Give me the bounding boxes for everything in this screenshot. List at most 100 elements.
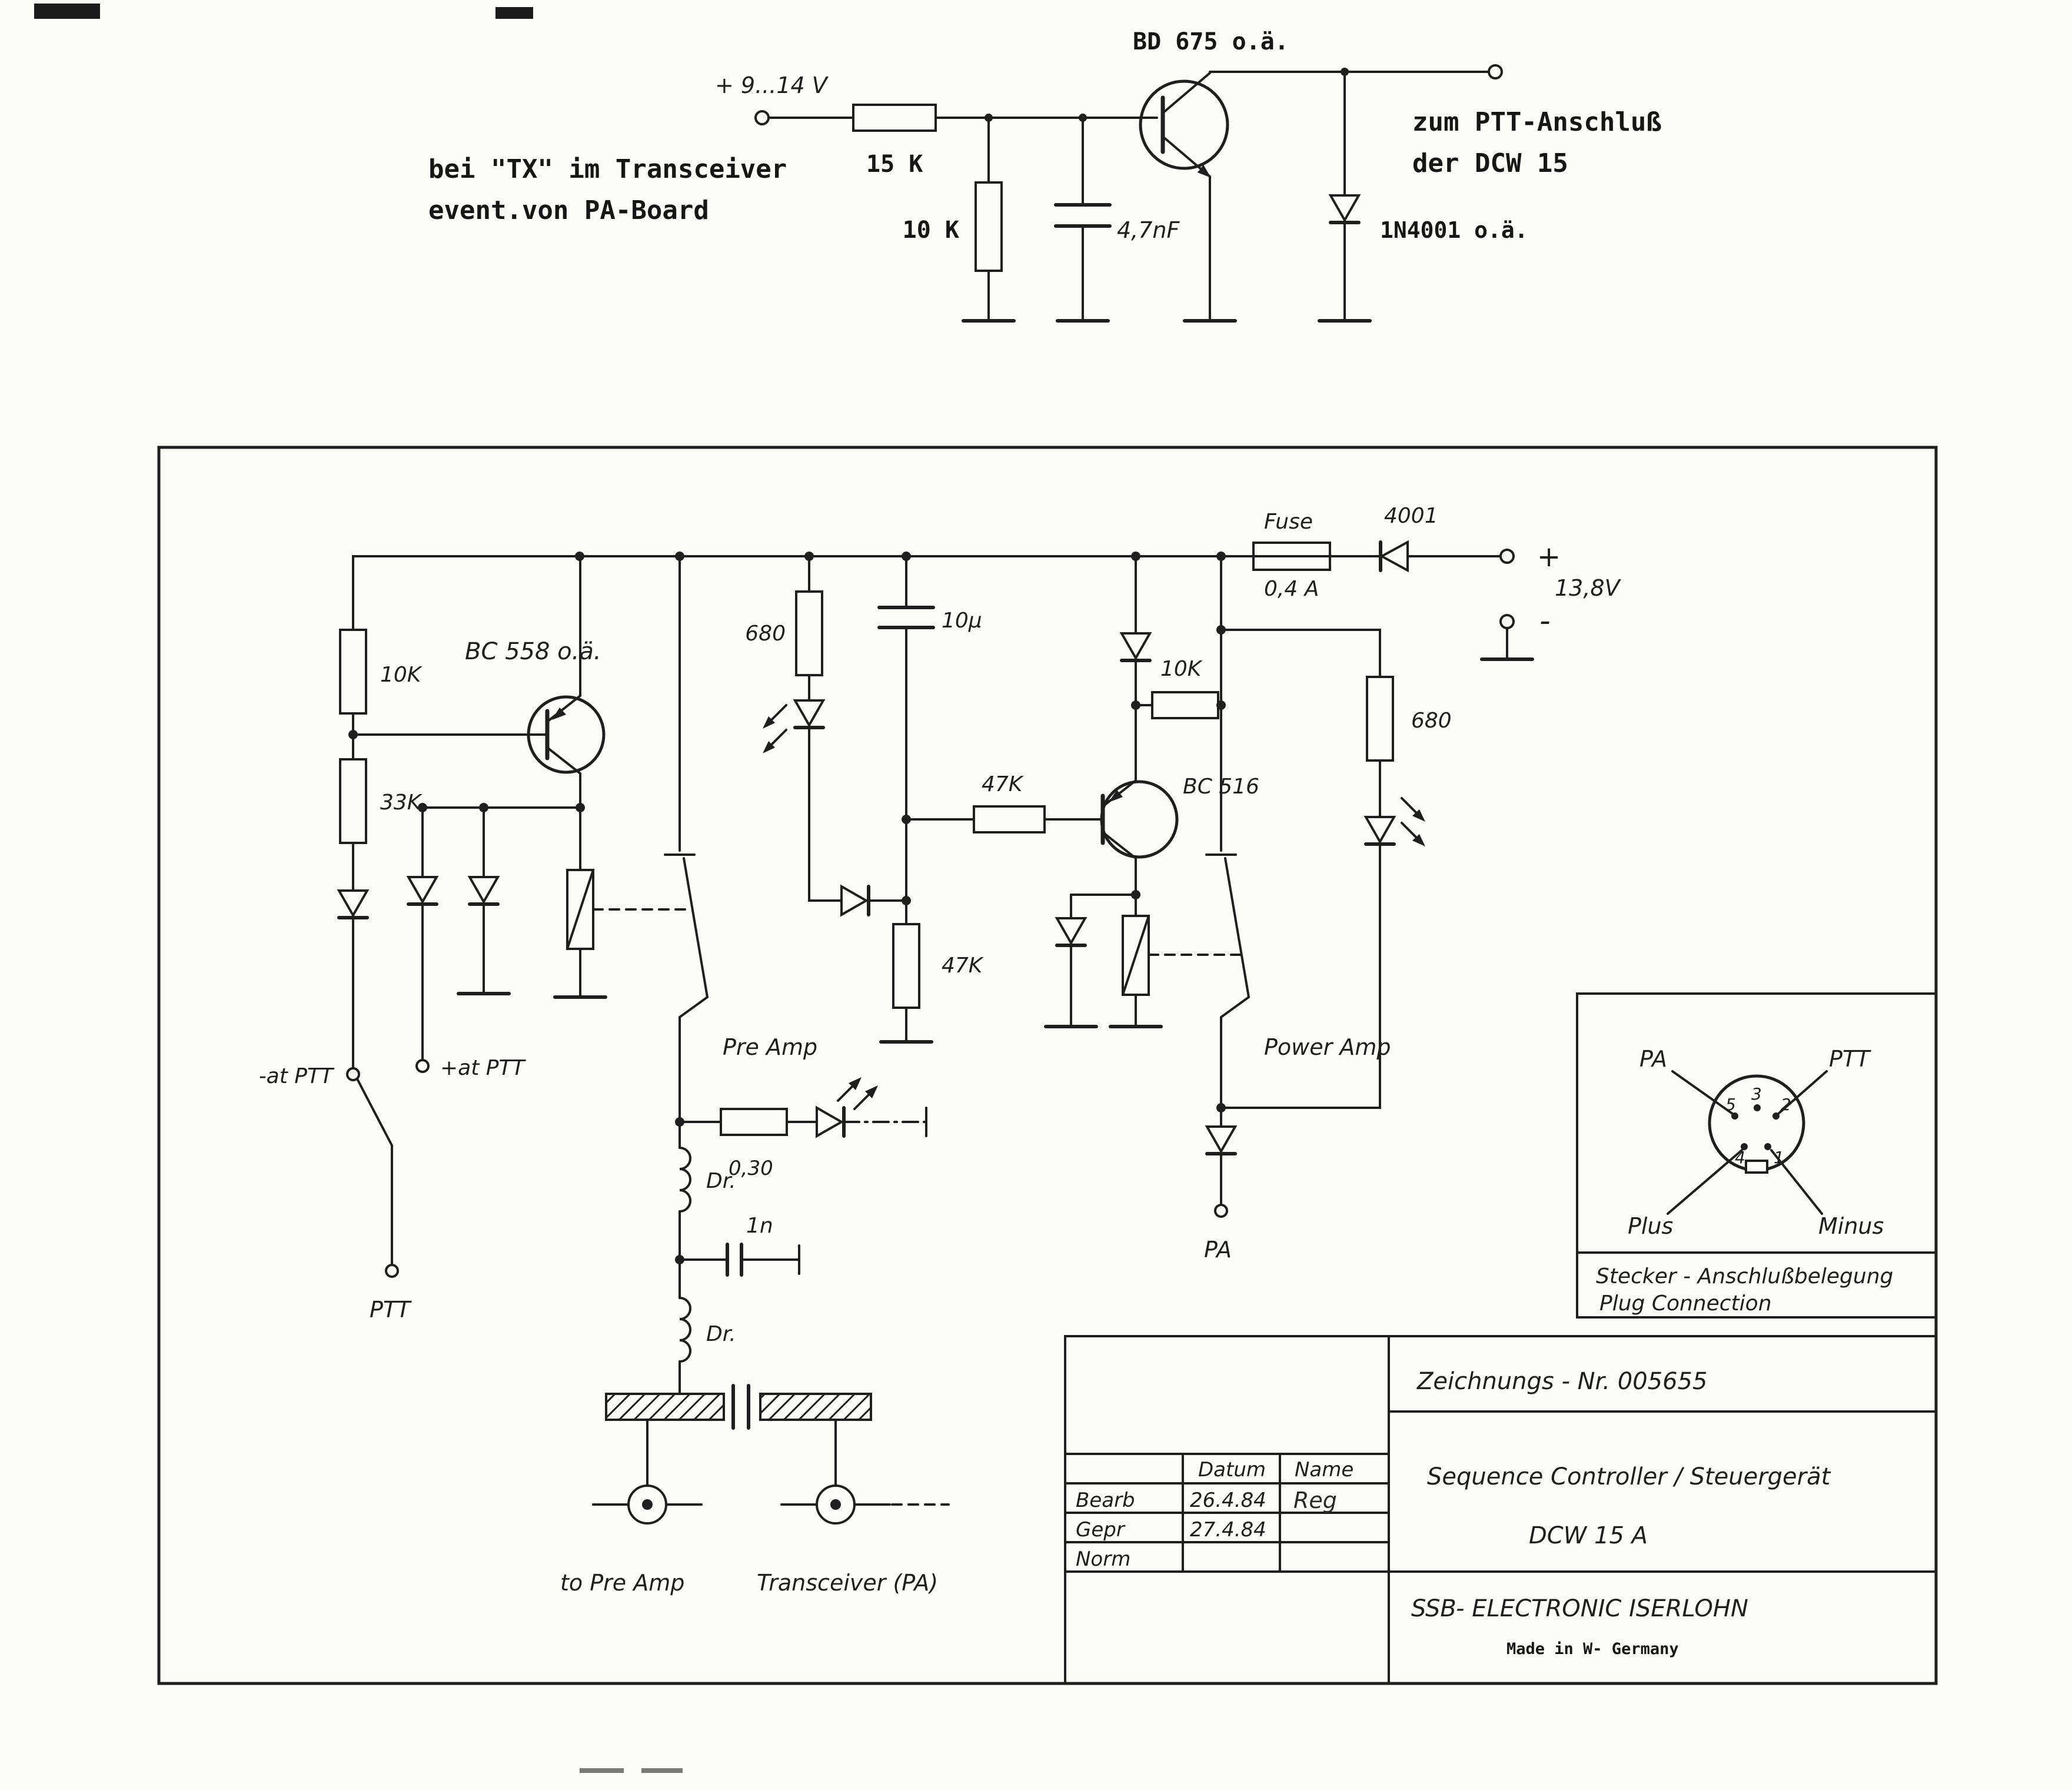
led-branch-right [1220, 629, 1425, 1109]
pin-number-1: 1 [1774, 1148, 1784, 1167]
pin-number-3: 3 [1751, 1084, 1762, 1104]
label-1n: 1n [746, 1214, 773, 1238]
label-030: 0,30 [729, 1157, 773, 1180]
emitter-arrow [552, 708, 566, 720]
label-minus-ptt: -at PTT [259, 1064, 335, 1088]
led [793, 699, 826, 728]
ptt-terminal [385, 1264, 399, 1278]
coax-shield-right [759, 1393, 872, 1421]
light-arrow [1412, 834, 1425, 846]
scan-mark [495, 7, 533, 19]
poweramp-contact [1205, 555, 1250, 1218]
din-keyway [1745, 1160, 1768, 1174]
label-680-mid: 680 [745, 622, 786, 646]
resistor-680-mid [795, 590, 823, 676]
resistor-15k [852, 104, 937, 132]
main-circuit: Fuse 0,4 A 4001 + 13,8V - 10K BC 558 o.ä… [259, 504, 1622, 1596]
leader-minus [1770, 1149, 1823, 1215]
caption-en: Plug Connection [1599, 1291, 1772, 1316]
label-input-voltage: + 9...14 V [715, 72, 829, 98]
light-arrow [763, 741, 775, 753]
diode-1n4001 [1318, 71, 1372, 323]
row-gepr: Gepr [1076, 1518, 1126, 1542]
note-tx-line1: bei "TX" im Transceiver [428, 154, 787, 184]
label-ptt: PTT [370, 1297, 412, 1323]
label-47k-v: 47K [942, 954, 984, 978]
label-out-line1: zum PTT-Anschluß [1412, 107, 1662, 137]
supply-rail [352, 555, 1255, 631]
coax-feed [592, 1121, 950, 1525]
label-supply: 13,8V [1555, 575, 1622, 601]
label-out-line2: der DCW 15 [1412, 148, 1568, 178]
transistor-bc516 [1100, 704, 1179, 896]
input-terminal [754, 110, 770, 125]
label-bc558: BC 558 o.ä. [465, 638, 601, 665]
label-4n7: 4,7nF [1117, 217, 1180, 243]
label-pa: PA [1204, 1237, 1232, 1263]
title-block-frame [1064, 1335, 1937, 1685]
col-header-datum: Datum [1198, 1458, 1266, 1482]
label-minus: - [1539, 603, 1551, 639]
pin-1-dot [1764, 1143, 1771, 1150]
drawing-number: Zeichnungs - Nr. 005655 [1416, 1368, 1707, 1395]
row-bearb: Bearb [1076, 1489, 1135, 1512]
diode [467, 876, 500, 905]
diode [1119, 632, 1152, 661]
diode [406, 876, 439, 905]
label-4001: 4001 [1384, 504, 1438, 528]
label-680-right: 680 [1411, 709, 1452, 733]
capacitor-4n7 [1054, 117, 1112, 323]
pin-number-4: 4 [1735, 1148, 1745, 1167]
label-dr2: Dr. [706, 1322, 736, 1346]
pin-4-dot [1741, 1143, 1748, 1150]
coax-shield-left [605, 1393, 725, 1421]
plug-connection-box: PA PTT Plus Minus 5 3 2 4 1 Stecker - An… [1576, 992, 1937, 1319]
bearb-date: 26.4.84 [1190, 1489, 1266, 1512]
pa-terminal [1214, 1204, 1228, 1218]
resistor-33k [339, 758, 367, 844]
plus-terminal [1499, 549, 1515, 564]
resistor-10k-right [1151, 691, 1219, 719]
label-33k: 33K [380, 791, 423, 815]
junction [902, 896, 911, 905]
contact-blade [683, 857, 709, 998]
fuse [1252, 542, 1331, 571]
resistor-10k-left [339, 629, 367, 715]
leader-pa [1671, 1070, 1734, 1115]
minus-terminal [1499, 614, 1515, 629]
transistor-bd675 [1139, 72, 1237, 323]
light-arrow [1412, 809, 1425, 822]
label-fuse: Fuse [1264, 510, 1313, 534]
title-block: Zeichnungs - Nr. 005655 Datum Name Bearb… [1064, 1335, 1937, 1685]
top-circuit: + 9...14 V bei "TX" im Transceiver event… [428, 28, 1662, 323]
led [816, 1105, 844, 1138]
output-terminal [1488, 64, 1503, 79]
doc-title-line2: DCW 15 A [1529, 1522, 1648, 1549]
ptt-switch-blade [356, 1078, 393, 1147]
label-10k-right: 10K [1160, 657, 1203, 681]
contact-blade [1224, 857, 1250, 998]
label-dr1: Dr. [706, 1169, 736, 1193]
pin-number-2: 2 [1781, 1095, 1791, 1114]
relay-poweramp [1044, 890, 1242, 1028]
label-transceiver: Transceiver (PA) [757, 1570, 938, 1596]
note-tx-line2: event.von PA-Board [428, 195, 709, 225]
label-10u: 10µ [942, 609, 982, 633]
preamp-contact [664, 555, 709, 1127]
label-to-pre-amp: to Pre Amp [560, 1570, 684, 1596]
choke-dr2 [679, 1297, 691, 1363]
label-47k-h: 47K [982, 772, 1024, 796]
scan-artifacts [34, 4, 683, 1773]
minus-ptt-terminal [346, 1067, 360, 1081]
leader-plus [1667, 1149, 1743, 1215]
feed-diode-10k [1119, 555, 1226, 719]
label-1n4001: 1N4001 o.ä. [1380, 217, 1528, 243]
label-pin-pa: PA [1639, 1046, 1667, 1072]
flyback-diode [1055, 917, 1087, 946]
label-15k: 15 K [866, 151, 923, 178]
ptt-input-chain [337, 629, 548, 1278]
diode [1205, 1125, 1238, 1154]
transistor-bc558 [527, 555, 606, 809]
light-arrow [849, 1077, 862, 1090]
